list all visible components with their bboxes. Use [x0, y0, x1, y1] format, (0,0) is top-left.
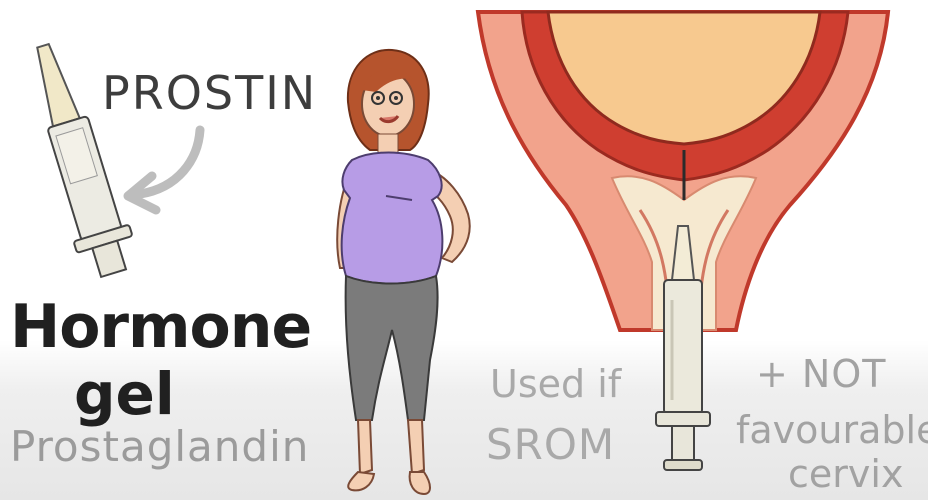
- label-prostaglandin: Prostaglandin: [10, 422, 309, 471]
- leggings: [346, 276, 438, 420]
- label-prostin: PROSTIN: [102, 66, 317, 120]
- label-srom: SROM: [486, 420, 615, 469]
- label-cervix: cervix: [788, 452, 903, 496]
- label-favourable: favourable: [736, 408, 928, 452]
- label-used-if: Used if: [490, 362, 621, 406]
- foot-right: [410, 472, 430, 494]
- label-gel: gel: [74, 360, 175, 428]
- purple-top: [342, 153, 443, 284]
- label-hormone: Hormone: [10, 292, 311, 362]
- foot-left: [348, 472, 374, 490]
- label-plus-not: + NOT: [756, 352, 886, 396]
